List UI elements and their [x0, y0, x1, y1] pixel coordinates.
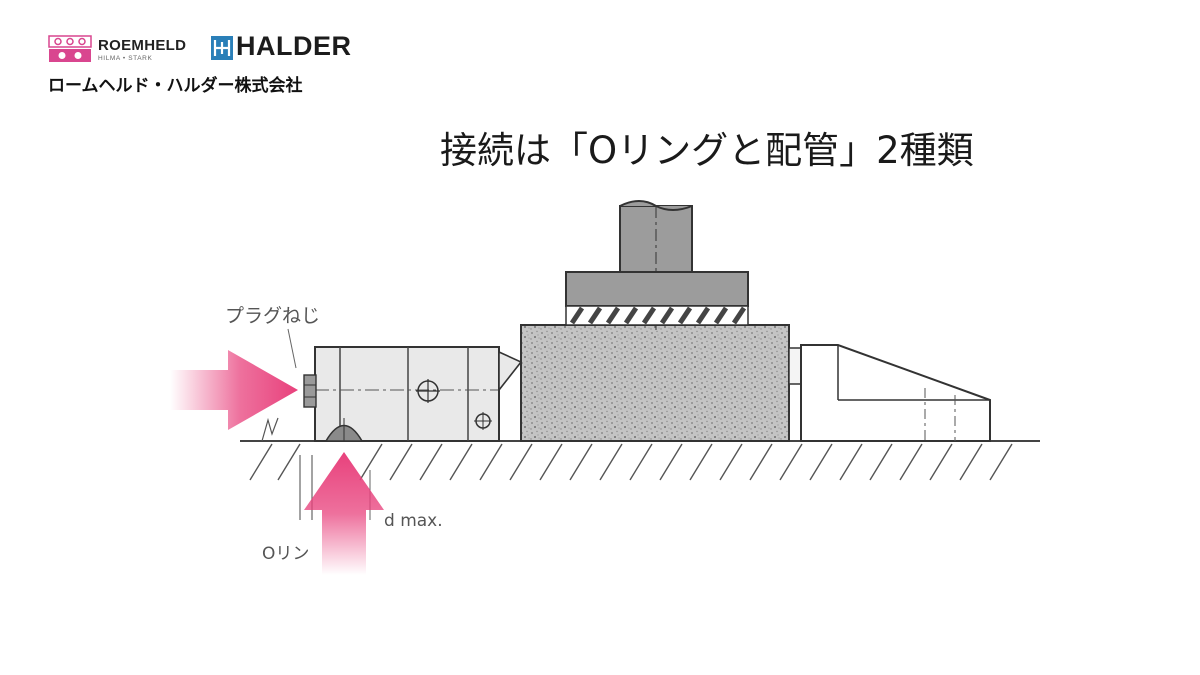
right-stop — [788, 344, 991, 442]
d-max-label: d max. — [384, 511, 443, 531]
plug-screw-leader — [287, 328, 297, 369]
clamp-cylinder — [303, 346, 523, 442]
halder-wordmark: HALDER — [236, 31, 352, 61]
slide-title: 接続は「Oリングと配管」2種類 — [440, 129, 974, 172]
plug-screw-label: プラグねじ — [225, 305, 320, 327]
roemheld-subline: HILMA • STARK — [98, 55, 153, 62]
roemheld-wordmark: ROEMHELD — [98, 37, 187, 54]
arrow-vertical — [304, 452, 384, 575]
arrow-horizontal — [170, 350, 298, 430]
o-ring-label: Oリン — [262, 544, 309, 564]
weld-mark — [261, 417, 279, 442]
company-name: ロームヘルド・ハルダー株式会社 — [48, 76, 303, 96]
halder-logo-icon — [211, 36, 233, 60]
workpiece — [520, 324, 790, 442]
roemheld-logo-icon — [48, 35, 92, 62]
press-fixture — [565, 200, 749, 330]
